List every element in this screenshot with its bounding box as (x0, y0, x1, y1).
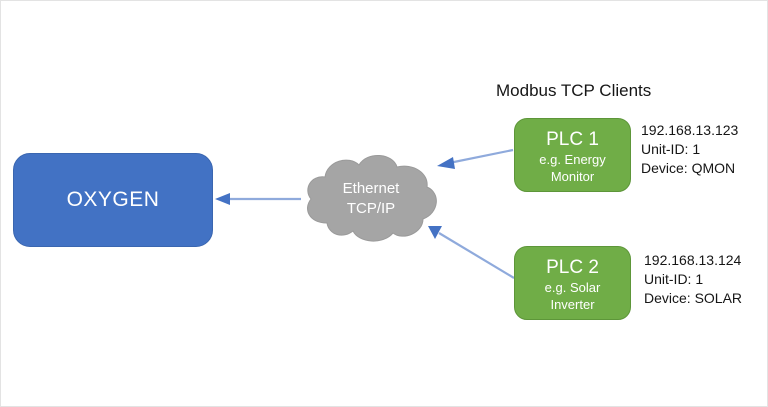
plc1-title: PLC 1 (546, 128, 599, 150)
cloud-icon (307, 155, 437, 242)
oxygen-label: OXYGEN (66, 188, 160, 211)
plc2-title: PLC 2 (546, 256, 599, 278)
plc2-device: Device: SOLAR (644, 290, 743, 306)
arrow-plc1-to-cloud (437, 148, 514, 169)
plc2-node[interactable]: PLC 2 e.g. Solar Inverter (514, 246, 631, 320)
plc2-subtitle-line1: e.g. Solar (544, 279, 601, 295)
plc1-info-block: 192.168.13.123 Unit-ID: 1 Device: QMON (641, 121, 738, 178)
ethernet-cloud-node[interactable]: Ethernet TCP/IP (297, 149, 445, 249)
plc2-ip: 192.168.13.124 (644, 252, 742, 268)
modbus-clients-heading: Modbus TCP Clients (496, 81, 652, 100)
plc1-unit-id: Unit-ID: 1 (641, 141, 701, 157)
plc1-subtitle-line1: e.g. Energy (539, 151, 606, 167)
arrow-cloud-to-oxygen (215, 193, 301, 205)
plc1-device: Device: QMON (641, 160, 736, 176)
plc1-ip: 192.168.13.123 (641, 122, 739, 138)
plc1-node[interactable]: PLC 1 e.g. Energy Monitor (514, 118, 631, 192)
oxygen-node[interactable]: OXYGEN (13, 153, 213, 247)
plc2-unit-id: Unit-ID: 1 (644, 271, 704, 287)
plc2-info-block: 192.168.13.124 Unit-ID: 1 Device: SOLAR (644, 251, 742, 308)
plc2-subtitle-line2: Inverter (550, 296, 595, 312)
plc1-subtitle-line2: Monitor (550, 168, 595, 184)
